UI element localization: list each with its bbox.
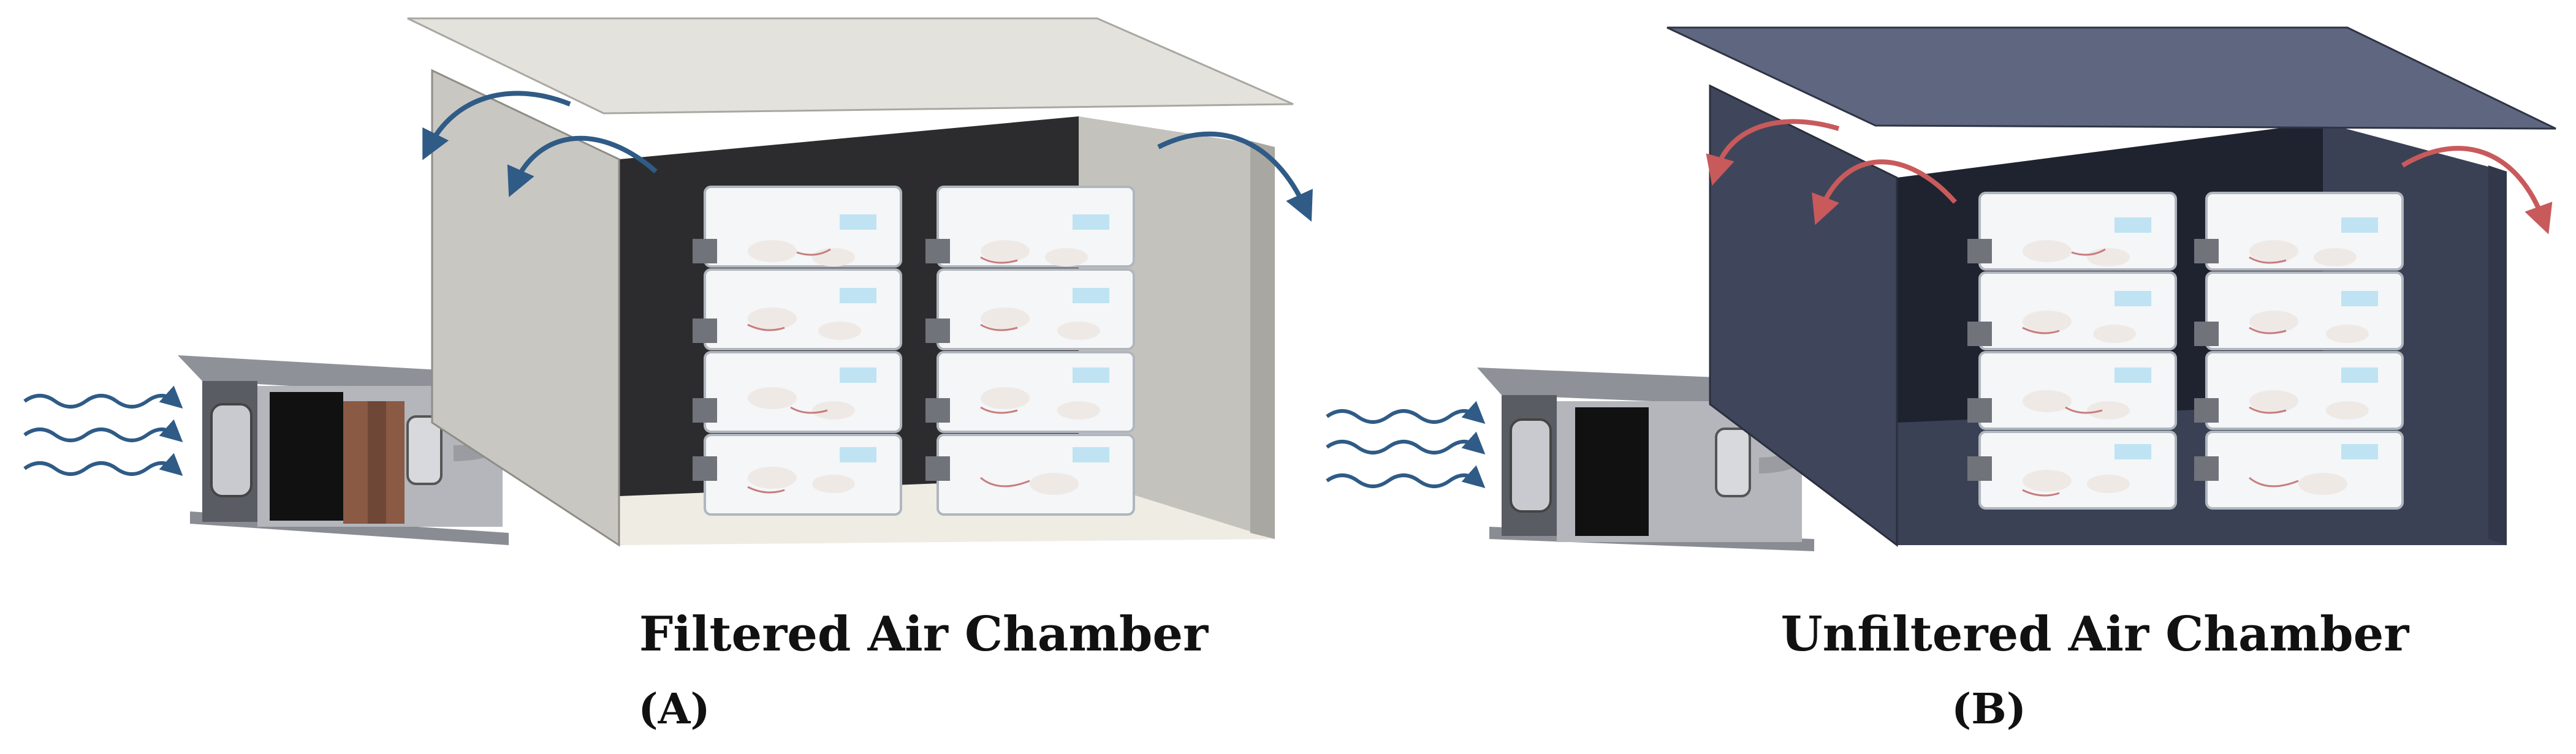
- fan-icon: [406, 415, 443, 485]
- fan-icon: [1715, 428, 1751, 497]
- outflow-arrow-a: [1157, 131, 1313, 222]
- inflow-arrows-a: [23, 385, 183, 477]
- outflow-arrow-b: [2401, 146, 2553, 235]
- fan-icon: [1510, 418, 1552, 513]
- mouse-cage-icon: [2194, 351, 2404, 430]
- filter-icon: [270, 392, 343, 521]
- panel-b-title: Unfiltered Air Chamber: [1780, 606, 2409, 662]
- airflow-arrow-icon: [23, 453, 183, 477]
- mouse-cage-icon: [2194, 192, 2404, 271]
- mouse-cage-icon: [2194, 271, 2404, 350]
- mouse-cage-icon: [1967, 351, 2177, 430]
- panel-a-title: Filtered Air Chamber: [639, 606, 1209, 662]
- cage-stacks-a: [693, 186, 1135, 516]
- outflow-arrow-a: [507, 135, 658, 197]
- mouse-cage-icon: [925, 434, 1135, 516]
- mouse-cage-icon: [1967, 271, 2177, 350]
- panel-b-label: (B): [1951, 685, 2026, 734]
- mouse-cage-icon: [925, 186, 1135, 268]
- panel-a: [23, 17, 1313, 547]
- mouse-cage-icon: [693, 186, 902, 268]
- mouse-cage-icon: [1967, 192, 2177, 271]
- mouse-cage-icon: [693, 434, 902, 516]
- airflow-arrow-icon: [1326, 465, 1486, 489]
- airflow-arrow-icon: [1326, 401, 1486, 424]
- mouse-cage-icon: [693, 351, 902, 433]
- fan-icon: [210, 403, 253, 497]
- airflow-arrow-icon: [23, 385, 183, 409]
- mouse-cage-icon: [925, 268, 1135, 350]
- mouse-cage-icon: [693, 268, 902, 350]
- outflow-arrow-b: [1812, 159, 1957, 225]
- panel-a-letter: A: [658, 685, 691, 734]
- airflow-arrow-icon: [23, 419, 183, 443]
- panel-b: [1326, 26, 2556, 551]
- panel-b-letter: B: [1971, 685, 2007, 734]
- mouse-cage-icon: [2194, 431, 2404, 510]
- airflow-arrow-icon: [1326, 431, 1486, 455]
- cage-stacks-b: [1967, 192, 2404, 510]
- outflow-arrow-a: [422, 91, 571, 160]
- panel-a-label: (A): [638, 685, 710, 734]
- inflow-arrows-b: [1326, 401, 1486, 489]
- mouse-cage-icon: [925, 351, 1135, 433]
- outflow-arrow-b: [1706, 119, 1840, 186]
- mouse-cage-icon: [1967, 431, 2177, 510]
